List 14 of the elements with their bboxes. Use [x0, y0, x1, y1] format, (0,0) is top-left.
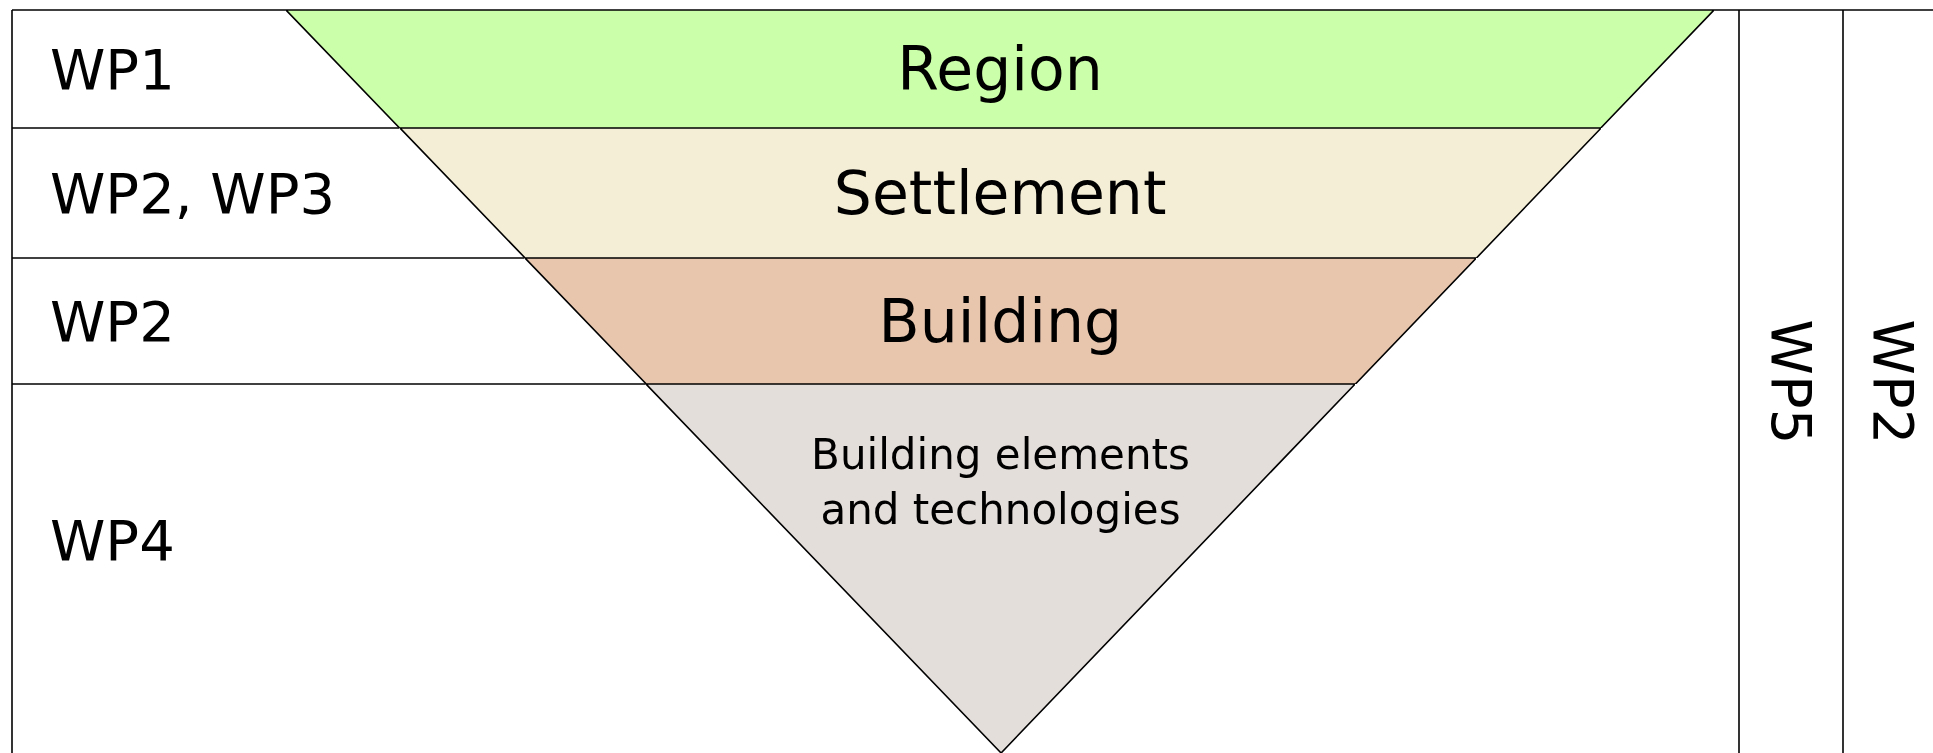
- row-label: WP4: [50, 507, 175, 573]
- row-label: WP2: [50, 288, 175, 354]
- band-label: Building: [878, 286, 1122, 356]
- pyramid-band: [399, 128, 1601, 258]
- row-label: WP1: [50, 36, 175, 102]
- band-label: Building elements and technologies: [810, 429, 1191, 536]
- band-label: Settlement: [833, 158, 1167, 228]
- band-label: Region: [897, 34, 1103, 104]
- pyramid-band: [286, 10, 1714, 128]
- pyramid-band: [524, 258, 1476, 384]
- column-label: WP2: [1860, 319, 1926, 445]
- pyramid-band: [645, 384, 1356, 753]
- row-label: WP2, WP3: [50, 160, 336, 226]
- column-label: WP5: [1758, 319, 1824, 445]
